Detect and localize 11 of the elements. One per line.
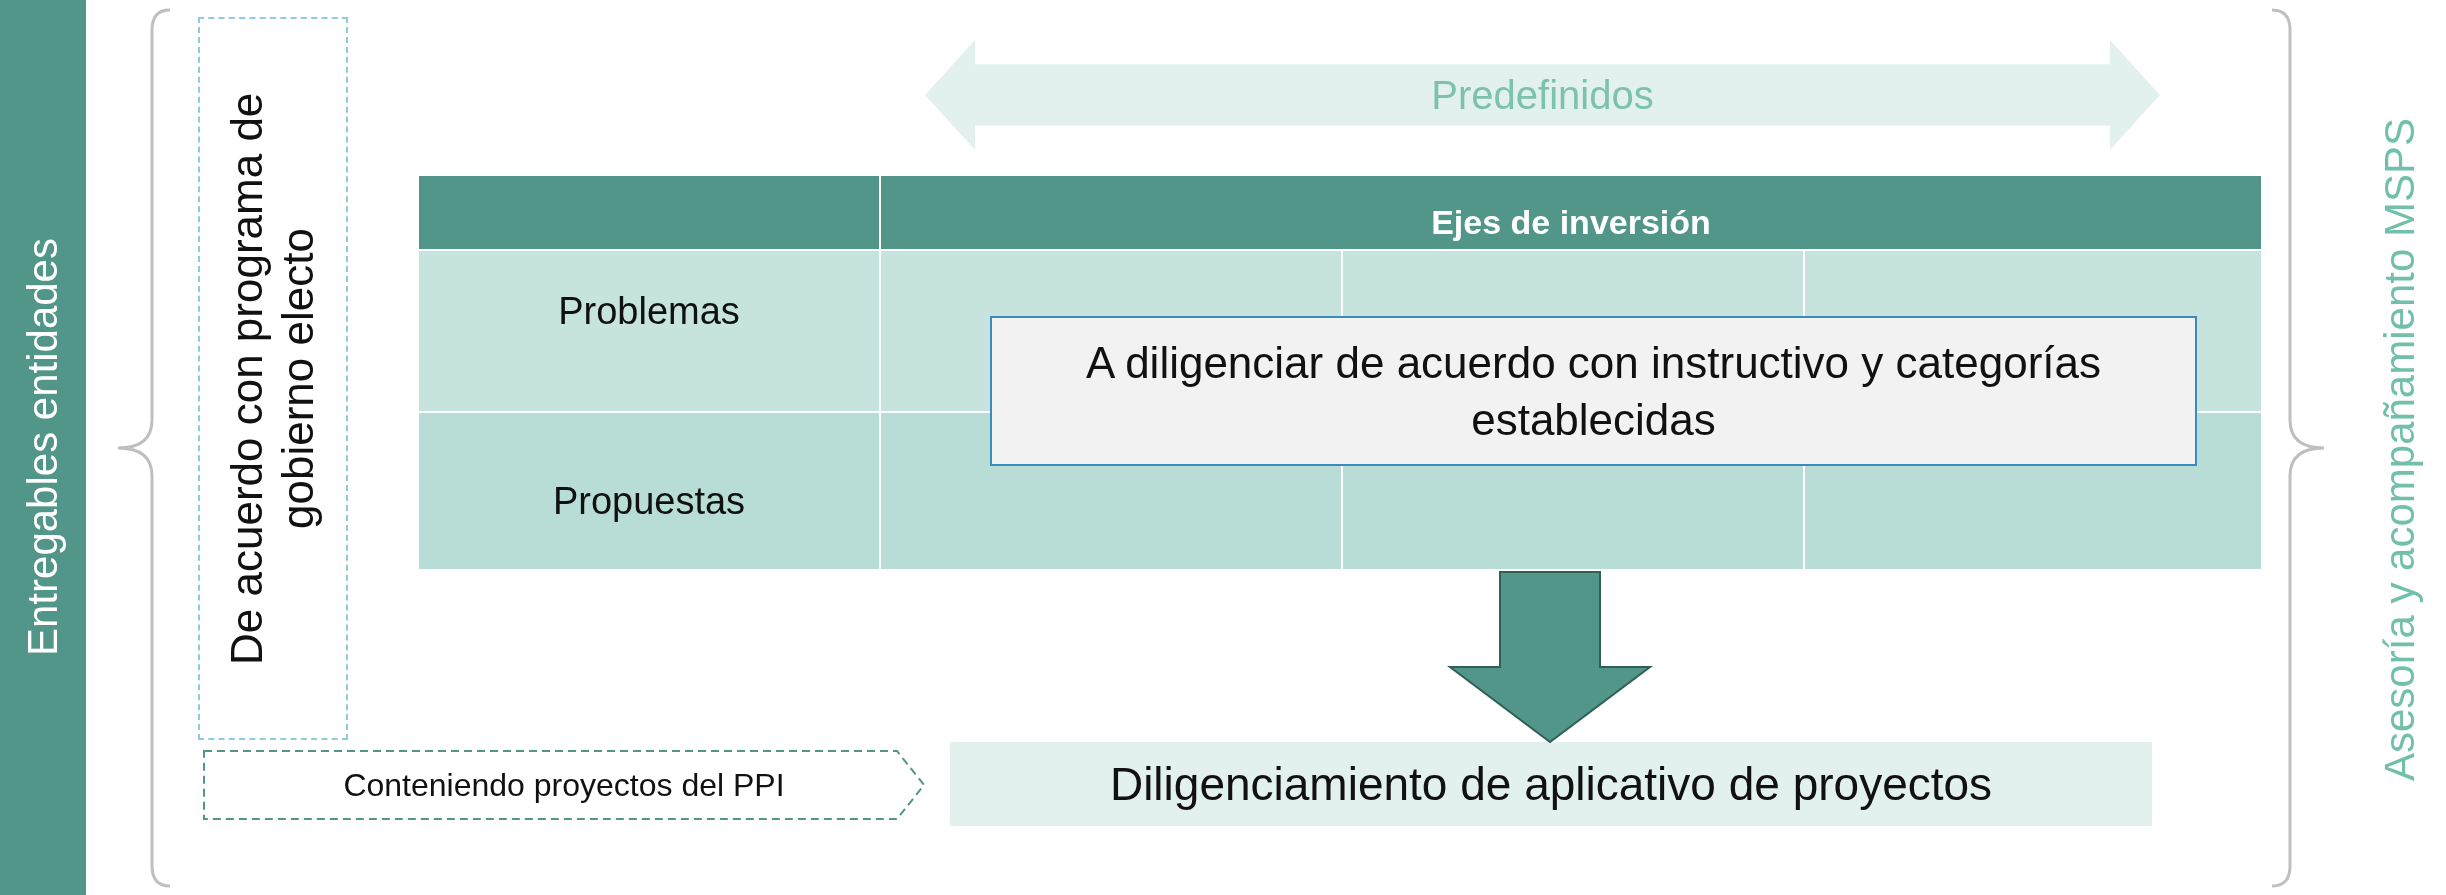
row-header-cell: Propuestas <box>418 412 880 570</box>
side-band: Entregables entidades <box>0 0 86 895</box>
block-arrow <box>1447 571 1653 744</box>
process-box: Diligenciamiento de aplicativo de proyectos <box>950 742 2152 826</box>
row-header-cell: Problemas <box>418 250 880 412</box>
header-cell: Ejes de inversión <box>880 175 2262 250</box>
pentagon-tag: Conteniendo proyectos del PPI <box>203 750 925 820</box>
note-box: A diligenciar de acuerdo con instructivo y categorías establecidas <box>990 316 2197 466</box>
double-arrow-band: Predefinidos <box>925 40 2160 150</box>
dashed-box: De acuerdo con programa de gobierno electo <box>198 17 348 740</box>
side-caption: Asesoría y acompañamiento MSPS <box>2375 117 2424 784</box>
